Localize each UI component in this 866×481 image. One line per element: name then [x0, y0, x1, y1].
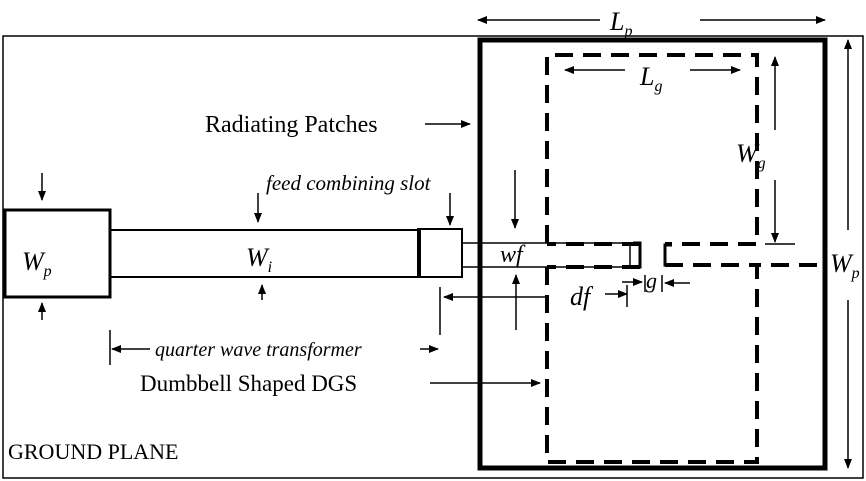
ground-plane: [2, 35, 864, 479]
g-label: g: [646, 268, 657, 293]
ground-plane-label: GROUND PLANE: [8, 439, 179, 464]
lg-label: Lg: [639, 62, 662, 95]
wf-label: wf: [500, 242, 526, 268]
feed-line: [461, 242, 631, 268]
feed-combining-slot-label: feed combining slot: [266, 171, 432, 195]
feed-combining-slot: [417, 228, 463, 278]
lp-label: Lp: [609, 7, 632, 40]
radiating-patches-label: Radiating Patches: [205, 112, 378, 138]
gap-right-edge: [663, 243, 672, 267]
dgs-label: Dumbbell Shaped DGS: [140, 371, 357, 396]
wp-right-label: Wp: [830, 249, 860, 282]
wg-label: Wg: [736, 139, 766, 172]
quarter-wave-transformer: [109, 229, 421, 278]
df-label: df: [570, 282, 594, 311]
dgs-upper: [545, 53, 759, 246]
feed-port: [3, 208, 112, 299]
quarter-wave-label: quarter wave transformer: [155, 339, 362, 361]
wp-left-label: Wp: [22, 247, 52, 280]
gap-left-edge: [633, 241, 642, 269]
radiating-patch: [477, 37, 828, 471]
wi-label: Wi: [246, 243, 272, 276]
